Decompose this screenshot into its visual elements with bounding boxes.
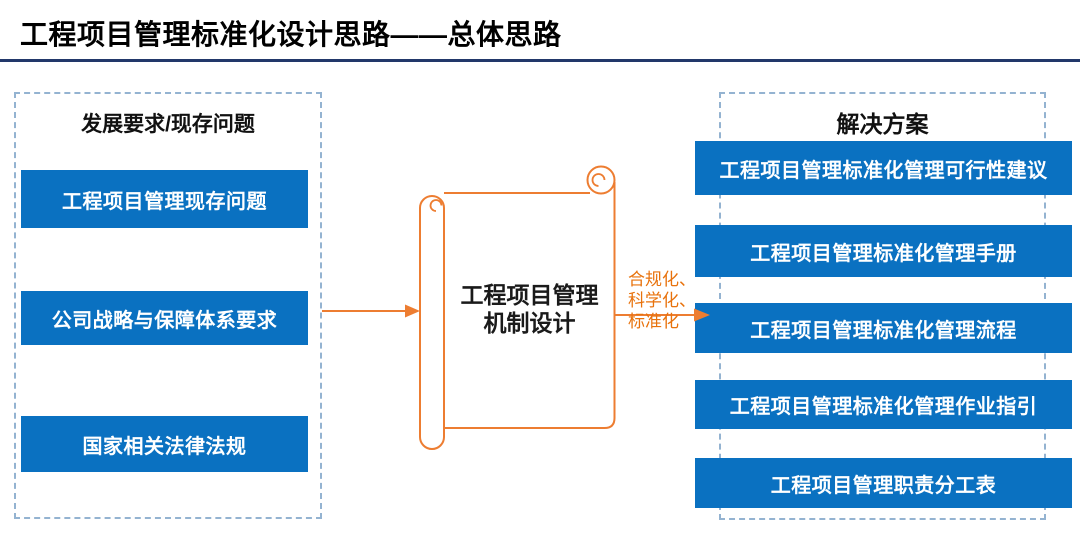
output-arrow-label: 合规化、 科学化、 标准化 bbox=[628, 269, 696, 332]
output-arrow-label-line3: 标准化 bbox=[628, 312, 679, 331]
output-arrow-label-line1: 合规化、 bbox=[628, 270, 696, 289]
left-item-company-strategy: 公司战略与保障体系要求 bbox=[21, 291, 308, 345]
scroll-title-line2: 机制设计 bbox=[483, 310, 576, 336]
right-panel-header: 解决方案 bbox=[836, 111, 929, 137]
solution-item-operation-guide: 工程项目管理标准化管理作业指引 bbox=[695, 380, 1072, 429]
title-divider bbox=[0, 59, 1080, 62]
left-item-national-laws: 国家相关法律法规 bbox=[21, 416, 308, 472]
scroll-title-line1: 工程项目管理 bbox=[460, 282, 599, 308]
page-title: 工程项目管理标准化设计思路——总体思路 bbox=[20, 19, 562, 50]
left-panel-header: 发展要求/现存问题 bbox=[81, 113, 255, 136]
solution-item-management-process: 工程项目管理标准化管理流程 bbox=[695, 303, 1072, 353]
solution-item-duty-division-table: 工程项目管理职责分工表 bbox=[695, 458, 1072, 508]
input-arrow-icon bbox=[322, 304, 420, 318]
solution-item-feasibility-advice: 工程项目管理标准化管理可行性建议 bbox=[695, 141, 1072, 195]
output-arrow-label-line2: 科学化、 bbox=[628, 291, 696, 310]
left-item-existing-problems: 工程项目管理现存问题 bbox=[21, 170, 308, 228]
left-panel-requirements: 发展要求/现存问题 bbox=[14, 92, 322, 519]
solution-item-management-manual: 工程项目管理标准化管理手册 bbox=[695, 225, 1072, 277]
scroll-title: 工程项目管理 机制设计 bbox=[444, 281, 615, 337]
